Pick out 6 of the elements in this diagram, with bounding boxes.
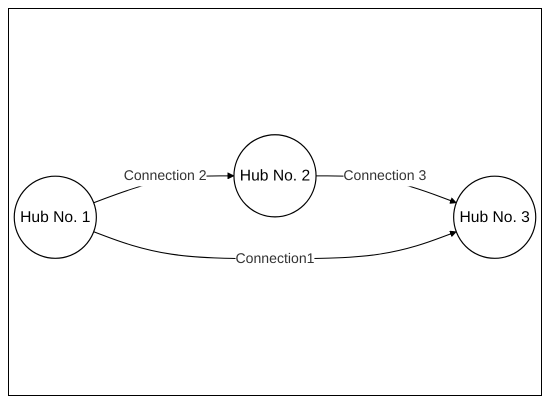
edge-label: Connection 2 (124, 168, 207, 184)
node-circle: Hub No. 3 (453, 176, 536, 259)
node-circle: Hub No. 2 (233, 134, 317, 218)
edge-label: Connection 3 (343, 168, 426, 184)
node-circle: Hub No. 1 (14, 176, 97, 259)
edge-label: Connection1 (236, 250, 314, 266)
